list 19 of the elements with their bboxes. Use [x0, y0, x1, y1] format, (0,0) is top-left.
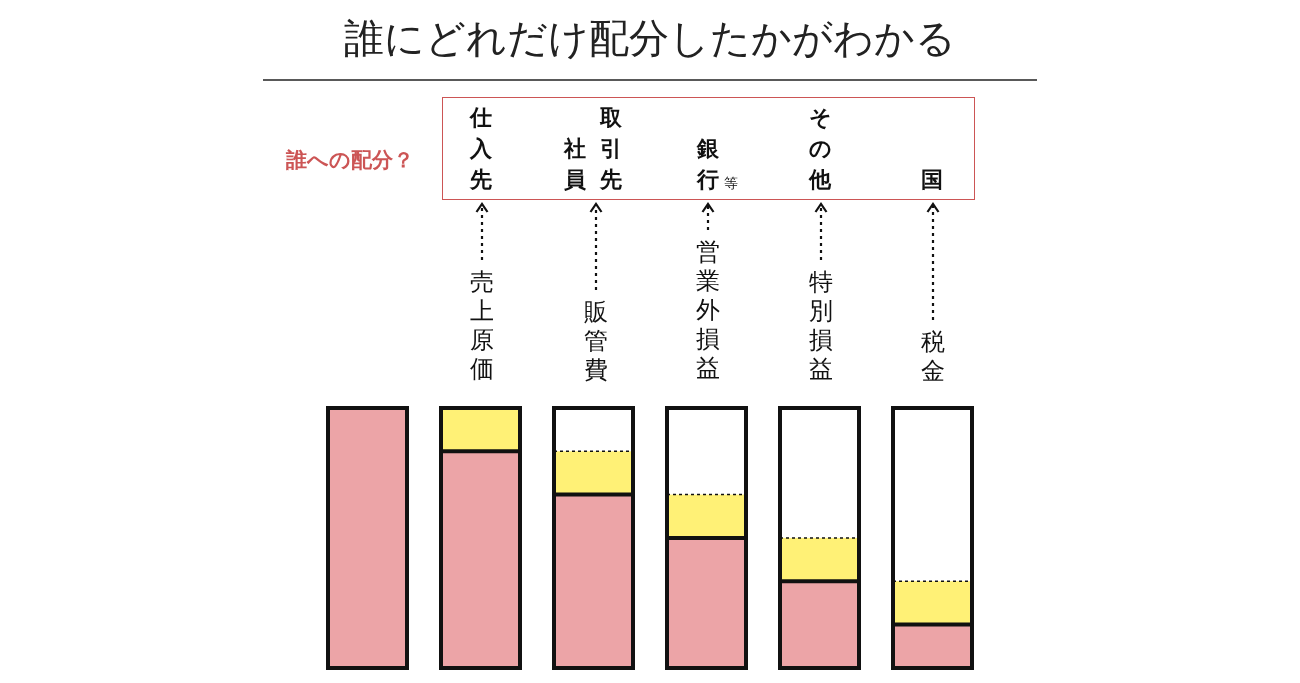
- dotted-arrow: [475, 202, 489, 260]
- cost-label: 売上原価: [470, 268, 494, 384]
- recipient-label: 国: [921, 166, 943, 194]
- dotted-arrow: [701, 202, 715, 230]
- recipient-label: 銀行: [697, 135, 719, 194]
- title: 誰にどれだけ配分したかがわかる: [343, 14, 957, 63]
- cost-label: 営業外損益: [696, 238, 720, 383]
- cost-label: 税金: [921, 328, 945, 386]
- suffix-text: 等: [724, 174, 738, 192]
- recipient-label: 仕入先: [470, 104, 492, 194]
- cost-label: 特別損益: [809, 268, 833, 384]
- cost-label: 販管費: [584, 298, 608, 385]
- dotted-arrow: [926, 202, 940, 320]
- dotted-arrow: [814, 202, 828, 260]
- heading: 誰への配分？: [286, 147, 414, 173]
- recipient-label: 社員: [564, 135, 586, 194]
- recipient-label: その他: [809, 104, 831, 194]
- recipient-label: 取引先: [600, 104, 622, 194]
- dotted-arrow: [589, 202, 603, 290]
